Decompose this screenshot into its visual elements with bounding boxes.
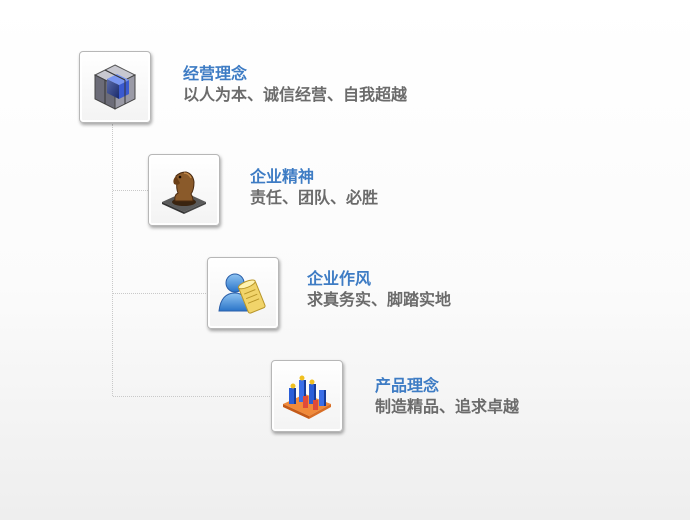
connector-vertical xyxy=(112,124,113,396)
item-icon-tile-2 xyxy=(148,154,220,226)
item-title-2: 企业精神 xyxy=(250,167,315,186)
item-title-3: 企业作风 xyxy=(307,269,372,288)
item-title-4: 产品理念 xyxy=(375,376,440,395)
connector-branch-2 xyxy=(113,293,206,294)
cube-icon xyxy=(93,64,137,110)
item-text-1: 经营理念 以人为本、诚信经营、自我超越 xyxy=(183,63,407,105)
item-description-2: 责任、团队、必胜 xyxy=(250,188,379,207)
item-description-3: 求真务实、脚踏实地 xyxy=(307,290,452,309)
item-text-3: 企业作风 求真务实、脚踏实地 xyxy=(307,268,451,310)
chess-knight-icon xyxy=(162,171,206,214)
item-icon-tile-3 xyxy=(207,257,279,329)
item-icon-tile-1 xyxy=(79,51,151,123)
item-title-1: 经营理念 xyxy=(183,64,248,83)
item-text-2: 企业精神 责任、团队、必胜 xyxy=(250,166,378,208)
user-document-icon xyxy=(218,273,266,314)
bar-chart-icon xyxy=(283,375,331,419)
connector-branch-3 xyxy=(113,396,270,397)
item-description-4: 制造精品、追求卓越 xyxy=(375,397,520,416)
item-description-1: 以人为本、诚信经营、自我超越 xyxy=(183,85,408,104)
item-icon-tile-4 xyxy=(271,360,343,432)
item-text-4: 产品理念 制造精品、追求卓越 xyxy=(375,375,519,417)
connector-branch-1 xyxy=(113,190,148,191)
